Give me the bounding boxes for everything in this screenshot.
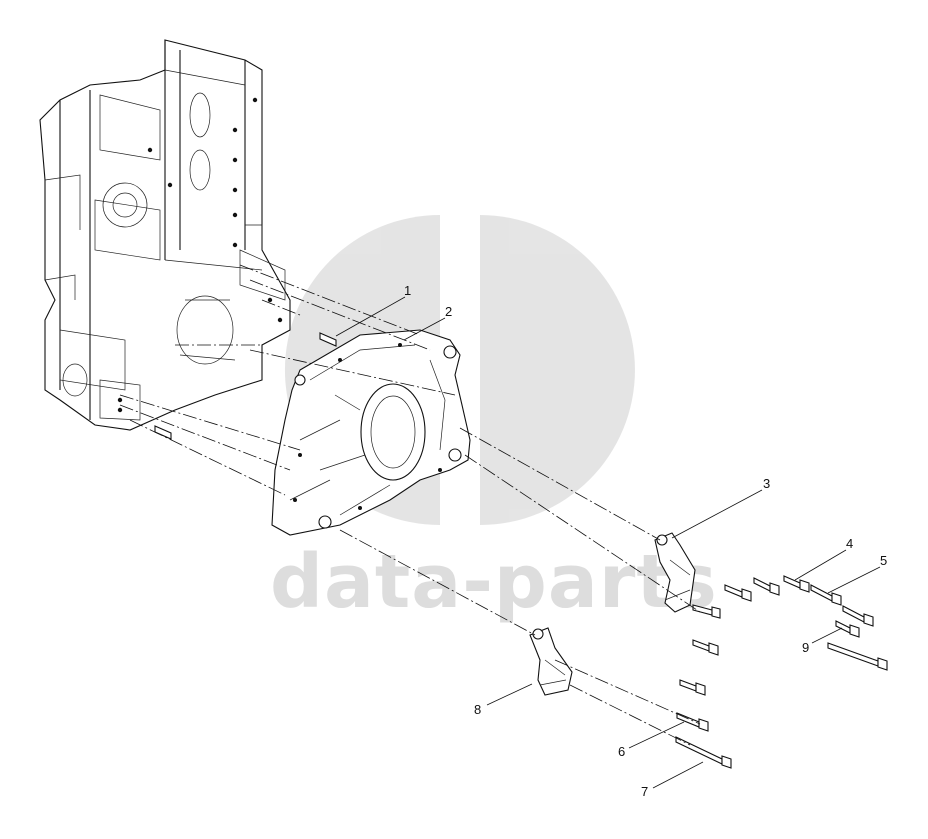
bolt bbox=[753, 577, 780, 596]
bolt bbox=[692, 639, 719, 656]
leader-lines bbox=[335, 296, 881, 789]
bolt bbox=[679, 679, 706, 696]
assembly-lines bbox=[119, 264, 701, 746]
callout-3: 3 bbox=[763, 476, 770, 491]
bolt bbox=[675, 736, 732, 769]
dowel-pin-upper bbox=[319, 332, 337, 347]
callout-6: 6 bbox=[618, 744, 625, 759]
bolt bbox=[842, 605, 874, 627]
bolt bbox=[810, 584, 842, 606]
flywheel-housing bbox=[271, 329, 471, 536]
callout-4: 4 bbox=[846, 536, 853, 551]
callout-2: 2 bbox=[445, 304, 452, 319]
callout-9: 9 bbox=[802, 640, 809, 655]
bolt bbox=[692, 604, 721, 619]
callout-8: 8 bbox=[474, 702, 481, 717]
bolt bbox=[724, 584, 752, 602]
callout-5: 5 bbox=[880, 553, 887, 568]
watermark-text: data-parts bbox=[270, 539, 718, 625]
bracket-left bbox=[529, 627, 573, 696]
bracket-right bbox=[654, 532, 696, 613]
callout-7: 7 bbox=[641, 784, 648, 799]
dowel-pin-lower bbox=[154, 425, 172, 440]
bolt bbox=[783, 575, 810, 593]
callout-1: 1 bbox=[404, 283, 411, 298]
bolt bbox=[835, 620, 860, 638]
bolt bbox=[827, 642, 888, 671]
engine-block bbox=[39, 39, 291, 431]
bolt-set bbox=[675, 575, 888, 769]
